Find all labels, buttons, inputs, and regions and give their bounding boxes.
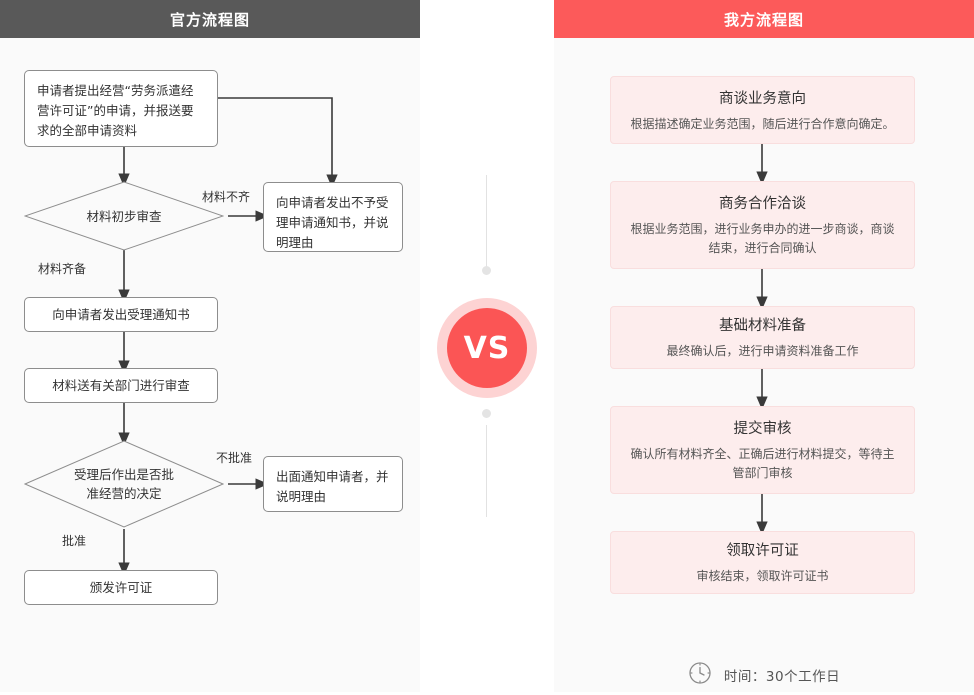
official-process-header: 官方流程图 bbox=[0, 0, 420, 38]
flow-decision-text: 材料初步审查 bbox=[86, 208, 162, 224]
flow-node-department-review[interactable]: 材料送有关部门进行审查 bbox=[24, 368, 218, 403]
step-title: 领取许可证 bbox=[726, 543, 799, 559]
step-title: 商务合作洽谈 bbox=[719, 196, 806, 212]
step-card[interactable]: 基础材料准备 最终确认后，进行申请资料准备工作 bbox=[610, 306, 915, 369]
vs-badge: VS bbox=[437, 298, 537, 398]
flow-node-text: 向申请者发出受理通知书 bbox=[52, 306, 190, 322]
step-desc: 根据描述确定业务范围，随后进行合作意向确定。 bbox=[630, 116, 895, 131]
vs-badge-label: VS bbox=[447, 308, 527, 388]
step-desc: 确认所有材料齐全、正确后进行材料提交，等待主管部门审核 bbox=[630, 447, 895, 480]
official-process-body: 申请者提出经营“劳务派遣经营许可证”的申请，并报送要求的全部申请资料 材料初步审… bbox=[0, 38, 420, 692]
our-process-header: 我方流程图 bbox=[554, 0, 974, 38]
process-duration-text: 时间：30个工作日 bbox=[723, 669, 841, 685]
flow-label-materials-complete: 材料齐备 bbox=[38, 262, 87, 276]
divider-line-top bbox=[486, 175, 487, 267]
flow-node-reject-inform[interactable]: 出面通知申请者，并说明理由 bbox=[263, 456, 403, 512]
flow-label-not-approved: 不批准 bbox=[216, 451, 253, 465]
flow-node-text: 出面通知申请者，并说明理由 bbox=[276, 469, 389, 504]
step-card[interactable]: 商谈业务意向 根据描述确定业务范围，随后进行合作意向确定。 bbox=[610, 76, 915, 144]
flow-node-text: 向申请者发出不予受理申请通知书，并说明理由 bbox=[276, 195, 389, 250]
divider-dot-top bbox=[482, 266, 491, 275]
step-desc: 根据业务范围，进行业务申办的进一步商谈，商谈结束，进行合同确认 bbox=[630, 222, 895, 255]
flow-node-application-submit[interactable]: 申请者提出经营“劳务派遣经营许可证”的申请，并报送要求的全部申请资料 bbox=[24, 70, 218, 147]
step-title: 提交审核 bbox=[733, 421, 792, 437]
flow-node-accept-notice[interactable]: 向申请者发出受理通知书 bbox=[24, 297, 218, 332]
step-title: 商谈业务意向 bbox=[719, 90, 806, 107]
step-desc: 审核结束，领取许可证书 bbox=[696, 569, 829, 583]
clock-icon bbox=[688, 661, 712, 689]
diamond-shape bbox=[24, 181, 224, 251]
divider-line-bottom bbox=[486, 425, 487, 517]
flow-node-issue-license[interactable]: 颁发许可证 bbox=[24, 570, 218, 605]
flow-label-approved: 批准 bbox=[62, 534, 87, 548]
step-desc: 最终确认后，进行申请资料准备工作 bbox=[666, 344, 859, 358]
step-card[interactable]: 领取许可证 审核结束，领取许可证书 bbox=[610, 531, 915, 594]
our-flow-connectors bbox=[756, 144, 768, 535]
step-card[interactable]: 提交审核 确认所有材料齐全、正确后进行材料提交，等待主管部门审核 bbox=[610, 406, 915, 494]
flow-label-materials-incomplete: 材料不齐 bbox=[202, 190, 251, 204]
our-process-panel: 我方流程图 商谈业务意向 根据描述确定业务范围，随后进行合作意向确定。 商务合作… bbox=[554, 0, 974, 692]
flow-decision-text: 受理后作出是否批准经营的决定 bbox=[73, 467, 174, 501]
official-flow-connectors bbox=[118, 97, 338, 576]
diamond-shape bbox=[24, 440, 224, 528]
our-process-body: 商谈业务意向 根据描述确定业务范围，随后进行合作意向确定。 商务合作洽谈 根据业… bbox=[554, 38, 974, 692]
flow-decision-initial-review[interactable]: 材料初步审查 bbox=[24, 181, 224, 251]
flow-decision-approval[interactable]: 受理后作出是否批准经营的决定 bbox=[24, 440, 224, 528]
flow-node-reject-notice[interactable]: 向申请者发出不予受理申请通知书，并说明理由 bbox=[263, 182, 403, 252]
flow-node-text: 材料送有关部门进行审查 bbox=[52, 377, 190, 393]
process-duration-row: 时间：30个工作日 bbox=[554, 655, 974, 695]
step-title: 基础材料准备 bbox=[719, 318, 806, 334]
flow-node-text: 申请者提出经营“劳务派遣经营许可证”的申请，并报送要求的全部申请资料 bbox=[37, 83, 194, 138]
divider-dot-bottom bbox=[482, 409, 491, 418]
vs-divider-column: VS bbox=[420, 0, 554, 692]
flow-node-text: 颁发许可证 bbox=[89, 579, 153, 595]
step-card[interactable]: 商务合作洽谈 根据业务范围，进行业务申办的进一步商谈，商谈结束，进行合同确认 bbox=[610, 181, 915, 269]
official-process-panel: 官方流程图 bbox=[0, 0, 420, 692]
